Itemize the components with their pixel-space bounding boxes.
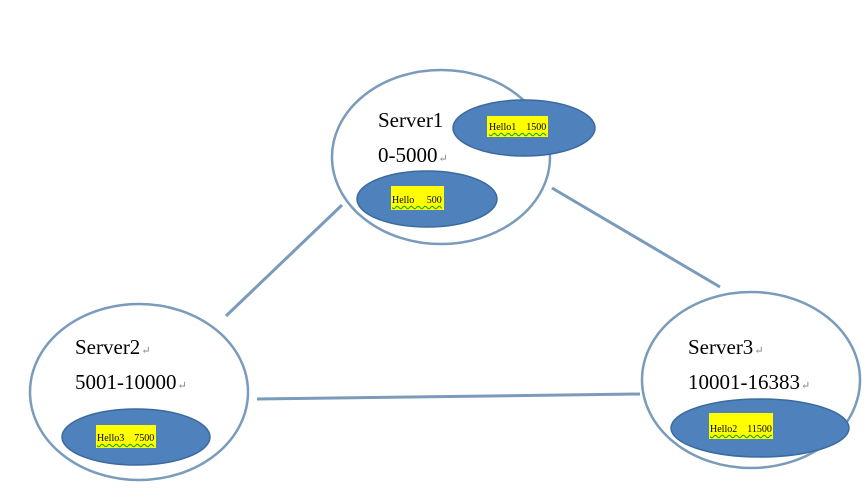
paragraph-mark-icon: ↵ xyxy=(438,153,448,165)
paragraph-mark-icon: ↵ xyxy=(177,380,187,392)
paragraph-mark-icon: ↵ xyxy=(801,380,811,392)
paragraph-mark-icon: ↵ xyxy=(141,345,151,357)
key-hello-label: Hello 500 xyxy=(391,186,444,210)
connector-server2-server3 xyxy=(256,392,641,401)
server3-name-text: Server3 xyxy=(688,335,754,359)
key-hello1-label: Hello1 1500 xyxy=(487,116,549,137)
server2-range-text: 5001-10000 xyxy=(75,370,177,394)
server1-name: Server1 xyxy=(378,110,443,131)
server3-name: Server3↵ xyxy=(688,337,764,358)
server1-range-text: 0-5000 xyxy=(378,143,438,167)
key-hello2-label: Hello2 11500 xyxy=(709,413,773,439)
key-hello3-label: Hello3 7500 xyxy=(96,425,157,448)
server2-name: Server2↵ xyxy=(75,337,151,358)
server3-range-text: 10001-16383 xyxy=(688,370,800,394)
server1-range: 0-5000↵ xyxy=(378,145,448,166)
connector-server1-server2 xyxy=(224,203,344,318)
server2-range: 5001-10000↵ xyxy=(75,372,187,393)
paragraph-mark-icon: ↵ xyxy=(754,345,764,357)
server3-range: 10001-16383↵ xyxy=(688,372,810,393)
server1-name-text: Server1 xyxy=(378,108,444,132)
server2-name-text: Server2 xyxy=(75,335,141,359)
connector-server1-server3 xyxy=(551,186,721,289)
